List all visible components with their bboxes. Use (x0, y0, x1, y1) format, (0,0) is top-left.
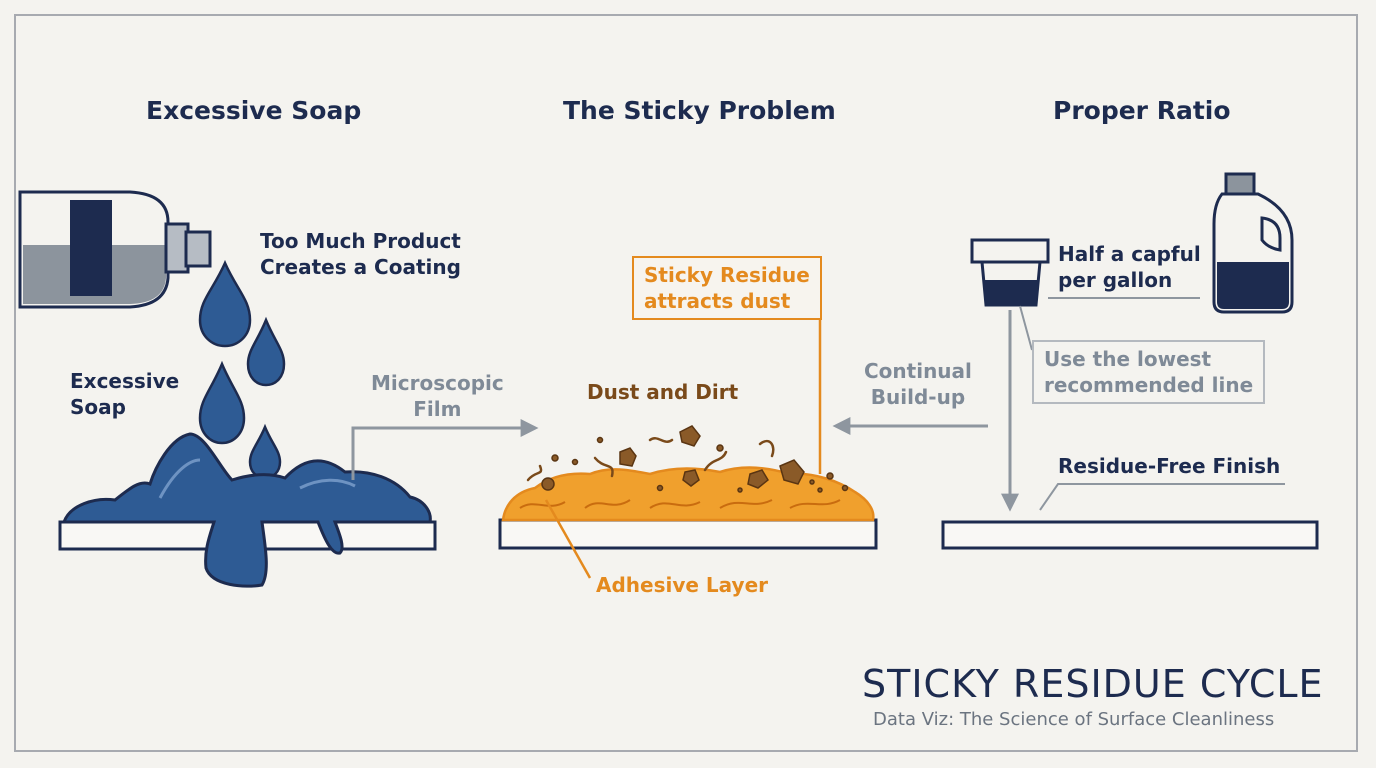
excessive-soap-puddle (58, 432, 437, 588)
continual-buildup-label: Continual Build-up (864, 359, 972, 409)
soap-drops-icon (198, 259, 286, 480)
excessive-soap-label: Excessive Soap (70, 369, 180, 419)
adhesive-layer-label: Adhesive Layer (596, 573, 769, 597)
half-capful-label: Half a capful per gallon (1058, 242, 1201, 292)
dust-and-dirt-label: Dust and Dirt (587, 380, 739, 404)
dust-particles-icon (541, 425, 849, 493)
diagram-subtitle: Data Viz: The Science of Surface Cleanli… (873, 709, 1275, 730)
diagram-frame (14, 14, 1358, 752)
sticky-residue-callout: Sticky Residue attracts dust (632, 256, 822, 320)
finish-callout-line (1039, 483, 1285, 511)
dust-fibers (526, 437, 775, 482)
coating-label: Too Much Product Creates a Coating (260, 229, 461, 279)
sticky-residue-layer (498, 466, 878, 550)
clean-surface (941, 520, 1319, 550)
adhesive-callout-line (544, 499, 592, 579)
detergent-jug-icon (1212, 172, 1294, 314)
lowest-line-callout-box: Use the lowest recommended line (1032, 340, 1266, 404)
excessive-soap-title: Excessive Soap (146, 96, 362, 125)
diagram-title: STICKY RESIDUE CYCLE (862, 662, 1324, 706)
proper-ratio-title: Proper Ratio (1053, 96, 1231, 125)
film-arrow (351, 419, 539, 480)
measuring-cup-icon (970, 238, 1050, 307)
residue-free-finish-label: Residue-Free Finish (1058, 454, 1281, 478)
lowest-line-callout (1019, 305, 1033, 351)
sticky-problem-title: The Sticky Problem (563, 96, 836, 125)
microscopic-film-label: Microscopic Film (371, 371, 504, 421)
soap-bottle-icon (18, 190, 212, 309)
